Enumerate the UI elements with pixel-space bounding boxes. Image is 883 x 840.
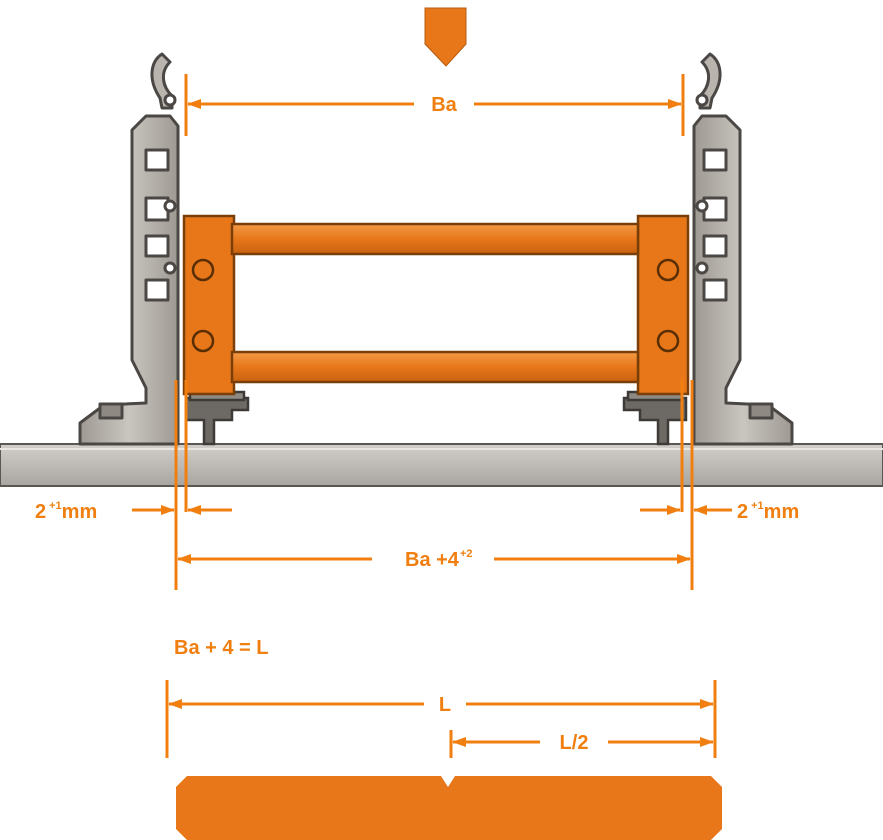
dimension-gap-right: 2+1mm [640,500,799,523]
gap-left-tolerance: +1 [49,500,62,512]
extension-lines [174,380,694,590]
label-l: L [439,694,451,716]
dimension-l: L [165,680,717,758]
left-mounting-clip [184,390,250,446]
right-guide-channel [692,52,794,446]
ba-plus-4-value: Ba +4 [405,549,460,571]
pointer-down-icon [424,7,467,67]
right-mounting-clip [622,390,688,446]
svg-text:2+1mm: 2+1mm [35,500,97,523]
gap-right-value: 2 [737,501,748,523]
cable-carrier-link [182,214,690,396]
svg-text:2+1mm: 2+1mm [737,500,799,523]
dimension-ba: Ba [184,74,685,136]
label-half-l: L/2 [560,732,589,754]
gap-right-unit: mm [764,501,800,523]
floor-slab [0,443,883,487]
cut-strip [176,776,722,840]
formula-text: Ba + 4 = L [174,637,269,659]
label-ba: Ba [431,94,457,116]
dimension-gap-left: 2+1mm [35,500,232,523]
dimension-half-l: L/2 [449,730,714,758]
gap-left-unit: mm [62,501,98,523]
svg-text:Ba +4+2: Ba +4+2 [405,548,472,571]
gap-left-value: 2 [35,501,46,523]
dimension-ba-plus-4: Ba +4+2 [177,548,691,571]
left-guide-channel [78,52,180,446]
ba-plus-4-tolerance: +2 [460,548,473,560]
gap-right-tolerance: +1 [751,500,764,512]
